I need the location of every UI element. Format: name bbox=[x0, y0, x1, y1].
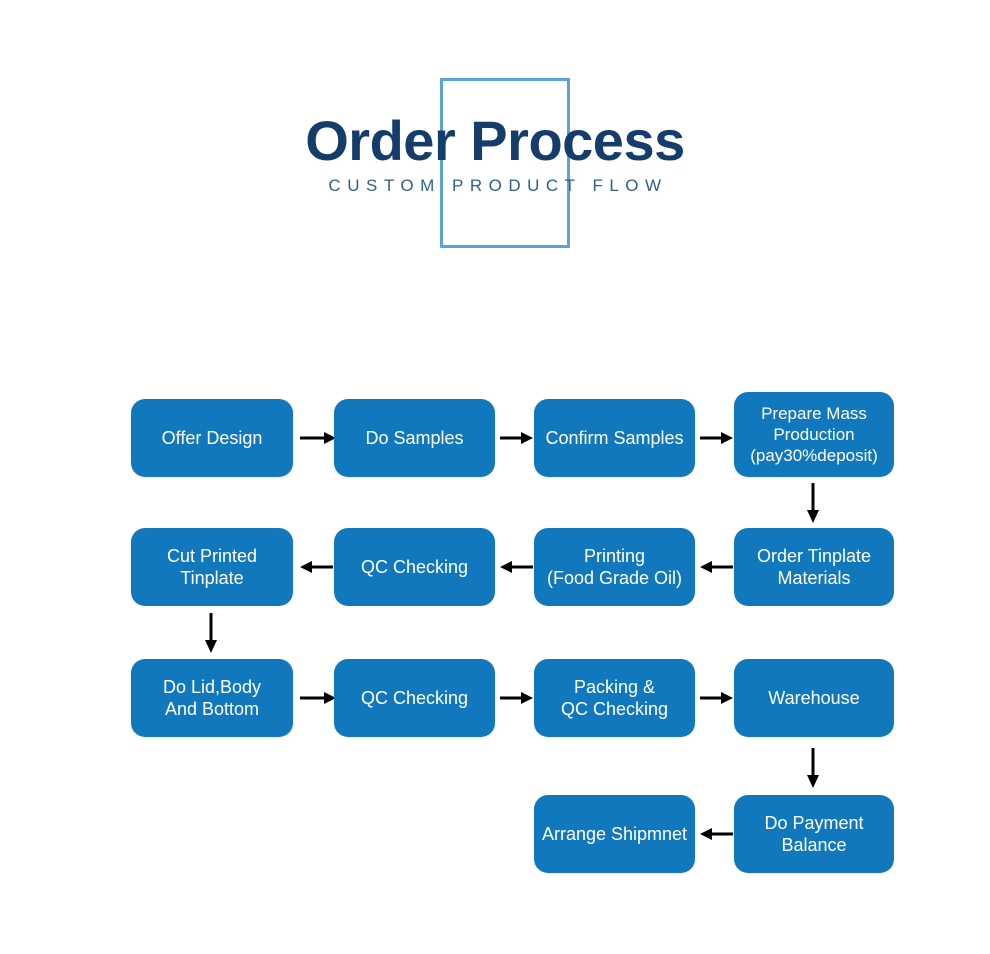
arrow-left-n6-n7 bbox=[500, 559, 533, 575]
flow-node-arrange-shipmnet[interactable]: Arrange Shipmnet bbox=[534, 795, 695, 873]
arrow-down-n12-n13 bbox=[805, 748, 821, 788]
flow-node-printing-food-grade-oil[interactable]: Printing (Food Grade Oil) bbox=[534, 528, 695, 606]
flow-node-prepare-mass-production[interactable]: Prepare Mass Production (pay30%deposit) bbox=[734, 392, 894, 477]
arrow-right-n3-n4 bbox=[700, 430, 733, 446]
arrow-right-n11-n12 bbox=[700, 690, 733, 706]
flow-node-do-payment-balance[interactable]: Do Payment Balance bbox=[734, 795, 894, 873]
arrow-left-n7-n8 bbox=[300, 559, 333, 575]
flow-node-do-lid-body-and-bottom[interactable]: Do Lid,Body And Bottom bbox=[131, 659, 293, 737]
page-title: Order Process bbox=[305, 109, 685, 172]
arrow-right-n2-n3 bbox=[500, 430, 533, 446]
title-block: Order Process CUSTOM PRODUCT FLOW bbox=[0, 109, 990, 196]
flow-node-cut-printed-tinplate[interactable]: Cut Printed Tinplate bbox=[131, 528, 293, 606]
flow-node-warehouse[interactable]: Warehouse bbox=[734, 659, 894, 737]
flow-node-qc-checking-row2[interactable]: QC Checking bbox=[334, 528, 495, 606]
arrow-down-n4-n5 bbox=[805, 483, 821, 523]
flow-node-confirm-samples[interactable]: Confirm Samples bbox=[534, 399, 695, 477]
flow-node-do-samples[interactable]: Do Samples bbox=[334, 399, 495, 477]
arrow-right-n10-n11 bbox=[500, 690, 533, 706]
flow-node-offer-design[interactable]: Offer Design bbox=[131, 399, 293, 477]
arrow-down-n8-n9 bbox=[203, 613, 219, 653]
page-subtitle: CUSTOM PRODUCT FLOW bbox=[328, 175, 668, 195]
flow-node-qc-checking-row3[interactable]: QC Checking bbox=[334, 659, 495, 737]
flow-node-order-tinplate-materials[interactable]: Order Tinplate Materials bbox=[734, 528, 894, 606]
decorative-frame bbox=[440, 78, 570, 248]
arrow-right-n9-n10 bbox=[300, 690, 336, 706]
arrow-left-n5-n6 bbox=[700, 559, 733, 575]
header-banner: Order Process CUSTOM PRODUCT FLOW bbox=[0, 0, 990, 330]
arrow-left-n13-n14 bbox=[700, 826, 733, 842]
flow-node-packing-qc-checking[interactable]: Packing & QC Checking bbox=[534, 659, 695, 737]
arrow-right-n1-n2 bbox=[300, 430, 336, 446]
